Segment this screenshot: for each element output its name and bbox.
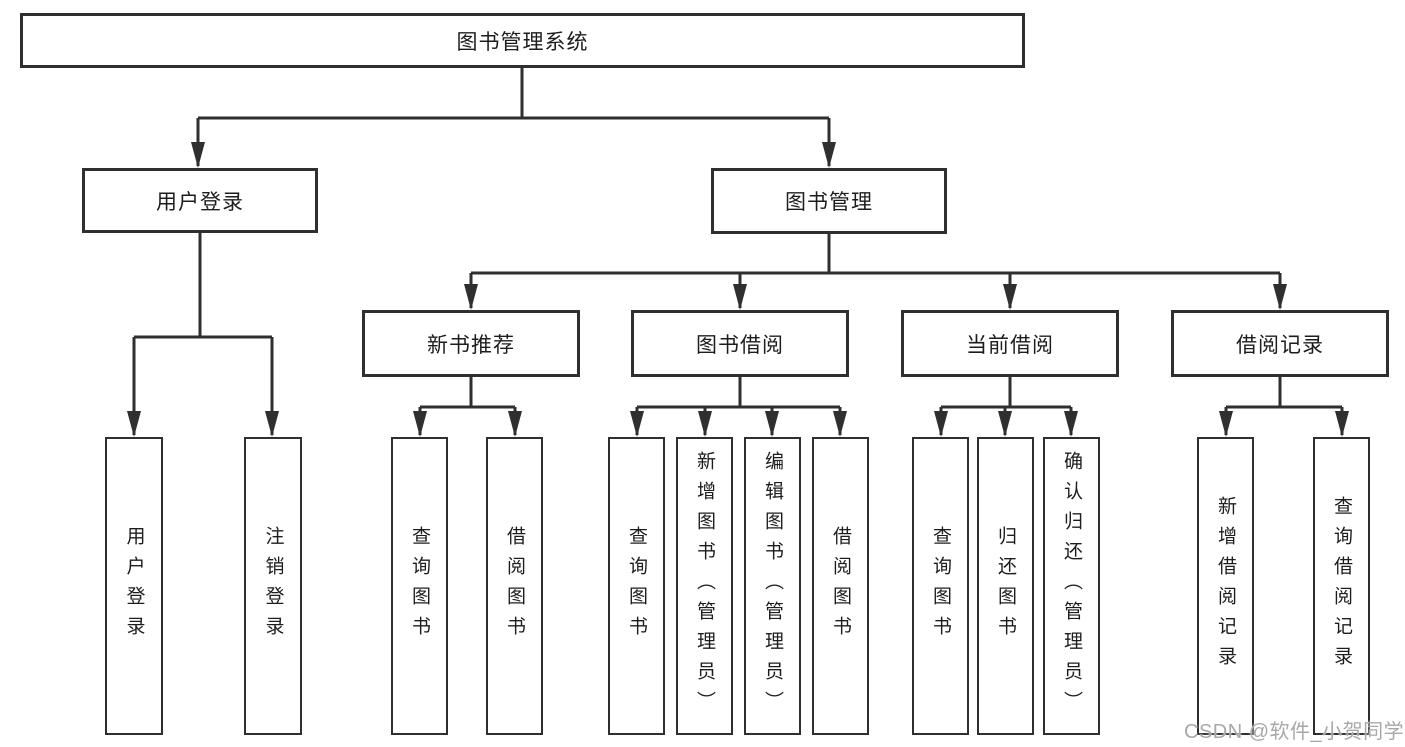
node-label: 用户登录: [123, 526, 145, 646]
node-label: 新书推荐: [427, 333, 515, 357]
leaf-confirm-return-admin: 确认归还（管理员）: [1043, 437, 1100, 735]
connector-bookmgmt-to-level3: [464, 234, 1287, 310]
connector-bookborrow-to-leaves: [630, 377, 847, 437]
leaf-add-book-admin: 新增图书（管理员）: [676, 437, 733, 735]
leaf-borrow-books-recommend: 借阅图书: [486, 437, 543, 735]
node-label: 查询借阅记录: [1331, 496, 1352, 676]
node-label: 查询图书: [930, 526, 951, 646]
node-label: 归还图书: [995, 526, 1016, 646]
node-new-book-recommend: 新书推荐: [362, 310, 580, 377]
connector-newbook-to-leaves: [413, 377, 522, 437]
leaf-user-login: 用户登录: [105, 437, 163, 735]
node-label: 新增图书（管理员）: [694, 451, 715, 721]
connector-root-to-level2: [191, 66, 836, 168]
node-user-login: 用户登录: [82, 168, 318, 233]
node-label: 借阅图书: [830, 526, 851, 646]
node-label: 编辑图书（管理员）: [762, 451, 783, 721]
node-current-borrow: 当前借阅: [901, 310, 1119, 377]
node-label: 确认归还（管理员）: [1061, 451, 1082, 721]
connector-currentborrow-to-leaves: [934, 377, 1078, 437]
leaf-query-books-recommend: 查询图书: [391, 437, 448, 735]
leaf-logout: 注销登录: [244, 437, 302, 735]
connector-records-to-leaves: [1219, 377, 1349, 437]
node-label: 图书管理系统: [456, 30, 589, 54]
node-label: 查询图书: [626, 526, 647, 646]
leaf-edit-book-admin: 编辑图书（管理员）: [744, 437, 801, 735]
node-label: 图书管理: [785, 191, 873, 214]
node-book-management: 图书管理: [711, 168, 947, 234]
node-book-borrow: 图书借阅: [631, 310, 849, 377]
node-label: 借阅图书: [504, 526, 525, 646]
node-borrow-records: 借阅记录: [1171, 310, 1389, 377]
leaf-query-borrow-record: 查询借阅记录: [1313, 437, 1370, 735]
node-label: 借阅记录: [1236, 333, 1324, 357]
connector-userlogin-to-leaves: [127, 233, 279, 437]
node-label: 图书借阅: [696, 333, 784, 357]
node-label: 用户登录: [156, 190, 244, 214]
node-label: 新增借阅记录: [1215, 496, 1236, 676]
node-label: 当前借阅: [966, 333, 1054, 357]
leaf-query-books-borrow: 查询图书: [608, 437, 665, 735]
leaf-add-borrow-record: 新增借阅记录: [1197, 437, 1254, 735]
node-label: 注销登录: [262, 526, 284, 646]
leaf-query-books-current: 查询图书: [912, 437, 969, 735]
leaf-borrow-books: 借阅图书: [812, 437, 869, 735]
node-label: 查询图书: [409, 526, 430, 646]
node-root: 图书管理系统: [20, 13, 1025, 68]
watermark: CSDN @软件_小贺同学: [1184, 721, 1405, 743]
leaf-return-books: 归还图书: [977, 437, 1034, 735]
